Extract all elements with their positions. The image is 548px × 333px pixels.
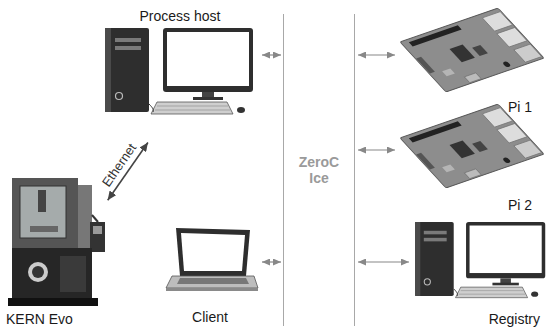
client-laptop (181, 233, 245, 271)
pi-1-board (400, 8, 544, 92)
pi-2-board (400, 104, 544, 188)
kern-evo-machine (20, 186, 66, 238)
middleware-bus: ZeroC Ice (283, 14, 355, 326)
pi-2-board (400, 104, 544, 188)
kern-evo-machine (8, 298, 98, 306)
node-label: Pi 1 (508, 99, 532, 115)
kern-evo-machine (12, 178, 78, 248)
client-laptop: Client (160, 222, 260, 328)
kern-evo-machine (93, 226, 102, 234)
kern-evo-machine (60, 256, 86, 292)
kern-evo-machine (28, 262, 48, 282)
pi-1-board (400, 8, 544, 92)
kern-evo-machine (38, 190, 46, 212)
kern-evo-machine (30, 226, 58, 232)
client-laptop (177, 278, 249, 284)
node-label: Pi 2 (508, 197, 532, 213)
node-label: KERN Evo (6, 311, 73, 327)
kern-evo-machine (32, 266, 44, 278)
kern-evo-machine (8, 178, 105, 306)
kern-evo-machine (92, 215, 98, 222)
client-laptop (166, 228, 258, 291)
node-label: Client (192, 309, 228, 325)
edge-label: Ethernet (99, 141, 139, 190)
connector-arrow (358, 54, 395, 55)
process-host-computer (105, 28, 253, 114)
node-label: ZeroC Ice (292, 154, 346, 186)
process-host-computer (105, 28, 253, 114)
client-laptop (176, 228, 250, 276)
kern-evo-machine (90, 222, 105, 252)
node-label: Registry (489, 311, 540, 327)
kern-evo-machine (78, 185, 92, 248)
registry-host: Registry (412, 218, 546, 332)
registry-computer (415, 222, 545, 298)
client-laptop (166, 288, 258, 291)
process-host: Process host (100, 4, 260, 140)
pi-node: Pi 1 (398, 2, 546, 118)
pi-node: Pi 2 (398, 120, 546, 216)
connector-arrow (358, 149, 395, 150)
connector-arrow (262, 261, 281, 262)
kern-evo-machine (12, 248, 92, 298)
client-laptop (166, 276, 258, 288)
registry-computer (415, 222, 545, 298)
connector-arrow (358, 261, 409, 262)
connector-arrow (262, 54, 281, 55)
node-label: Process host (140, 8, 221, 24)
machine-tool: KERN Evo (2, 170, 106, 330)
